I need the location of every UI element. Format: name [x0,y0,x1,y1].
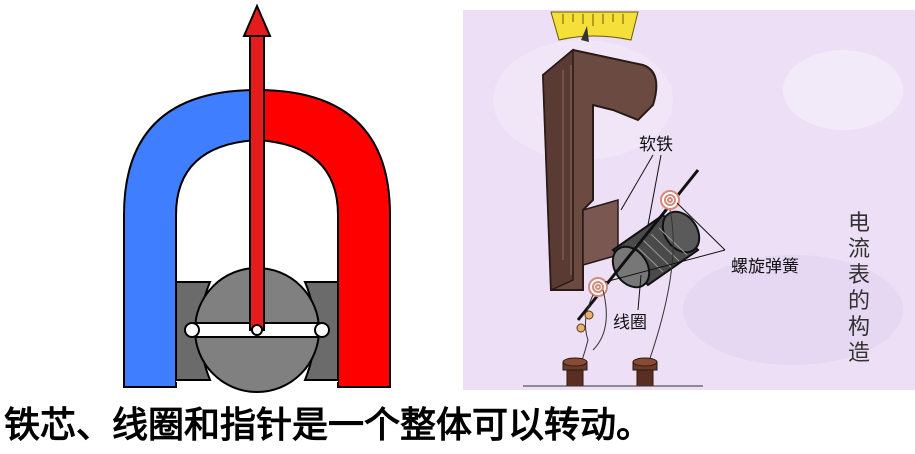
magnet-diagram [123,3,391,393]
terminal-right [632,357,658,387]
svg-text:表: 表 [848,263,870,288]
pivot [251,324,263,336]
svg-text:电: 电 [848,211,870,236]
spiral-spring-bottom [588,277,608,297]
svg-text:构: 构 [848,315,870,340]
label-soft-iron: 软铁 [639,135,673,155]
side-title: 电 流 表 的 构 造 [848,211,870,366]
scale-needle-tip [581,26,589,42]
spiral-spring-top [660,190,680,210]
svg-text:的: 的 [848,289,870,314]
pointer-shaft [249,29,265,331]
svg-text:造: 造 [848,341,870,366]
svg-text:流: 流 [848,237,870,262]
meter-scale [550,11,639,41]
coil-end-right [314,322,330,338]
caption-text: 铁芯、线圈和指针是一个整体可以转动。 [4,405,653,446]
terminal-left [562,357,588,387]
label-coil: 线圈 [613,313,647,333]
magnet-south-arm [123,88,258,388]
ammeter-illustration: 软铁 螺旋弹簧 线圈 电 流 表 的 构 造 [463,10,915,390]
pointer-arrowhead [242,3,272,37]
magnet-north-arm [256,88,391,388]
coil-end-left [184,322,200,338]
label-spiral-spring: 螺旋弹簧 [731,257,799,277]
